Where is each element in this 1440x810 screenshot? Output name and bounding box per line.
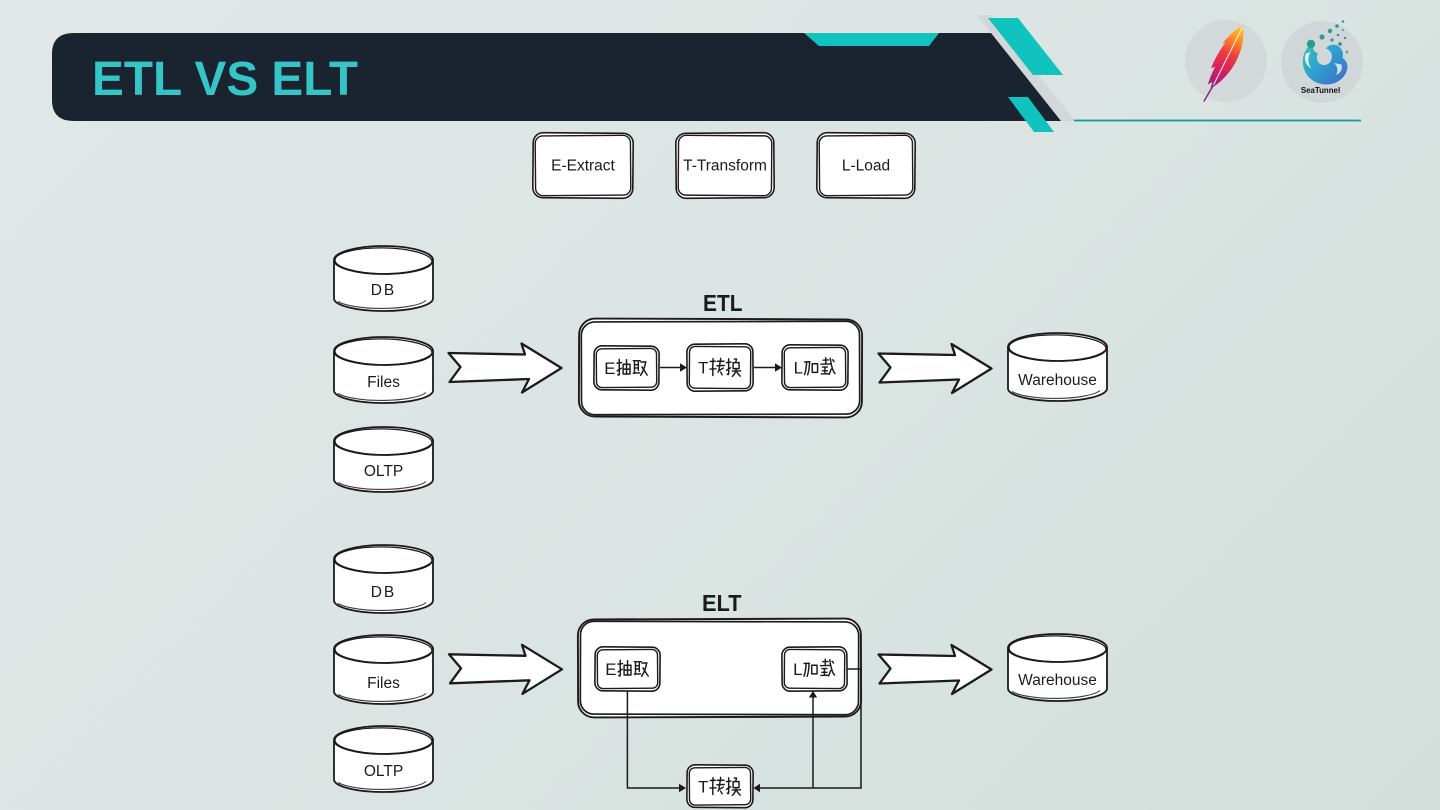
svg-text:E: E — [604, 359, 615, 378]
svg-text:SeaTunnel: SeaTunnel — [1301, 86, 1340, 95]
svg-text:E: E — [605, 660, 616, 679]
svg-text:OLTP: OLTP — [364, 463, 403, 480]
svg-text:OLTP: OLTP — [364, 763, 403, 780]
svg-text:DB: DB — [371, 282, 397, 299]
svg-text:Files: Files — [367, 374, 400, 391]
svg-text:ELT: ELT — [702, 590, 742, 616]
svg-text:ETL VS ELT: ETL VS ELT — [92, 53, 358, 106]
svg-text:Warehouse: Warehouse — [1018, 672, 1097, 689]
svg-text:L-Load: L-Load — [842, 158, 890, 175]
svg-text:Files: Files — [367, 675, 400, 692]
svg-text:T: T — [698, 778, 708, 797]
svg-text:DB: DB — [371, 584, 397, 601]
svg-text:L: L — [794, 359, 803, 378]
svg-text:T: T — [698, 359, 708, 378]
svg-text:L: L — [793, 660, 802, 679]
svg-text:Warehouse: Warehouse — [1018, 372, 1097, 389]
svg-text:E-Extract: E-Extract — [551, 158, 615, 175]
svg-text:ETL: ETL — [703, 290, 743, 316]
svg-text:T-Transform: T-Transform — [683, 158, 767, 175]
